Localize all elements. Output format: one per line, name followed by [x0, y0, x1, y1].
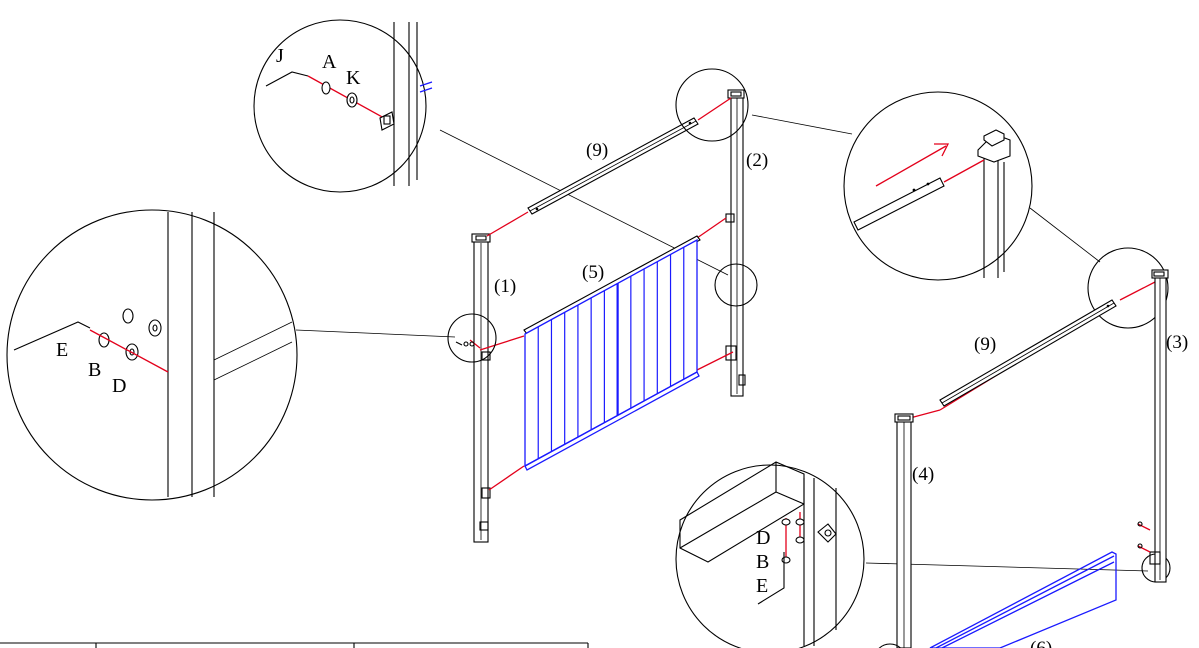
- post-3: [1149, 269, 1169, 583]
- label-part-1: (1): [494, 276, 516, 297]
- zoom-detail-bottom-right: D B E: [675, 461, 865, 648]
- label-part-9-top: (9): [586, 140, 608, 161]
- panel-5: [523, 235, 701, 471]
- parts-table: [0, 642, 589, 648]
- label-part-5: (5): [582, 262, 604, 283]
- label-part-3: (3): [1166, 332, 1188, 353]
- label-part-4: (4): [912, 464, 934, 485]
- panel-slats: [537, 247, 685, 459]
- label-part-6: (6): [1030, 638, 1052, 648]
- hardware-post-3: [1137, 521, 1151, 553]
- label-E-bottom: E: [756, 575, 768, 597]
- label-part-2: (2): [746, 150, 768, 171]
- label-J: J: [276, 45, 284, 67]
- hardware-post-1: [455, 341, 475, 347]
- label-E: E: [56, 339, 68, 361]
- part-labels: (1) (2) (3) (4) (5) (6) (9) (9): [494, 140, 1188, 648]
- callout-circles: [447, 68, 1171, 583]
- zoom-detail-top-left: J A K: [253, 19, 433, 193]
- label-part-9-right: (9): [974, 334, 996, 355]
- post-4: [894, 413, 914, 648]
- label-K: K: [346, 67, 361, 89]
- beam-9-right: [939, 299, 1117, 407]
- panel-6: [878, 551, 1117, 648]
- zoom-detail-top-right: [843, 91, 1033, 281]
- zoom-detail-left: E B D: [6, 209, 298, 501]
- post-1: [471, 233, 491, 543]
- post-2: [725, 89, 746, 397]
- beam-9-top: [527, 117, 699, 215]
- label-B: B: [88, 359, 101, 381]
- label-B-bottom: B: [756, 551, 769, 573]
- label-D: D: [112, 375, 126, 397]
- label-A: A: [322, 51, 337, 73]
- label-D-bottom: D: [756, 527, 770, 549]
